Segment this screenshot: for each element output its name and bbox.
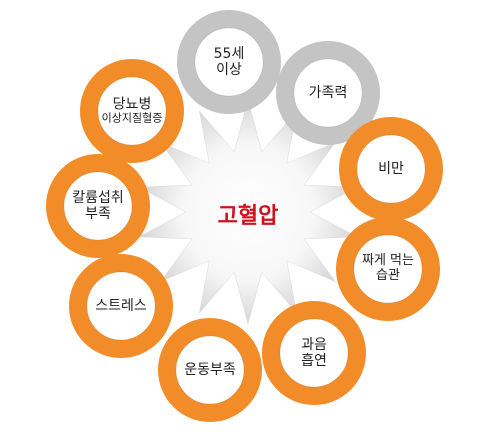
factor-obesity-text-line: 비만: [378, 160, 404, 177]
factor-drinking-smoking-text-line: 흡연: [301, 353, 327, 369]
factor-stress-inner-edge: [86, 271, 156, 341]
factor-drinking-smoking-ring: [262, 301, 366, 405]
factor-stress-ring: [69, 254, 173, 358]
factor-stress-label: 스트레스: [95, 298, 147, 314]
factor-family-history-label: 가족력: [309, 85, 348, 101]
factor-lack-of-exercise-inner-edge: [175, 335, 245, 405]
factor-age-text-line: 이상: [216, 62, 242, 78]
factor-lack-of-exercise-text-line: 운동부족: [184, 361, 236, 378]
factor-salty-diet-text-line: 습관: [376, 268, 400, 283]
factor-diabetes-dyslipidemia-text-line: 당뇨병: [112, 96, 152, 113]
factor-obesity-label: 비만: [378, 161, 404, 177]
factor-low-calcium-text-line: 부족: [85, 206, 111, 222]
center-label: 고혈압: [217, 204, 279, 229]
factor-diabetes-dyslipidemia-text-line: 이상지질혈증: [101, 111, 163, 125]
factor-low-calcium-text-line: 칼륨섭취: [72, 189, 124, 206]
factor-age-inner-edge: [194, 27, 264, 97]
factor-obesity-ring: [339, 117, 443, 221]
factor-family-history-inner-edge: [293, 58, 363, 128]
center-starburst: [137, 99, 359, 325]
factor-salty-diet-ring: [336, 217, 440, 321]
factor-salty-diet-text-line: 짜게 먹는: [362, 253, 414, 269]
factor-salty-diet-inner-edge: [353, 234, 423, 304]
factor-age-ring: [177, 10, 281, 114]
factor-low-calcium-inner-edge: [63, 171, 133, 241]
factor-drinking-smoking-inner-edge: [279, 318, 349, 388]
factor-stress-text-line: 스트레스: [95, 297, 147, 314]
factor-drinking-smoking-text-line: 과음: [301, 336, 327, 353]
factor-obesity-inner-edge: [356, 134, 426, 204]
factor-low-calcium-ring: [46, 154, 150, 258]
factor-diabetes-dyslipidemia-ring: [80, 59, 184, 163]
factor-family-history-ring: [276, 41, 380, 145]
factor-family-history-text-line: 가족력: [308, 84, 348, 101]
factor-lack-of-exercise-label: 운동부족: [184, 362, 236, 378]
factor-lack-of-exercise-ring: [158, 318, 262, 422]
factor-age-text-line: 55세: [213, 45, 245, 62]
factor-diabetes-dyslipidemia-inner-edge: [97, 76, 167, 146]
